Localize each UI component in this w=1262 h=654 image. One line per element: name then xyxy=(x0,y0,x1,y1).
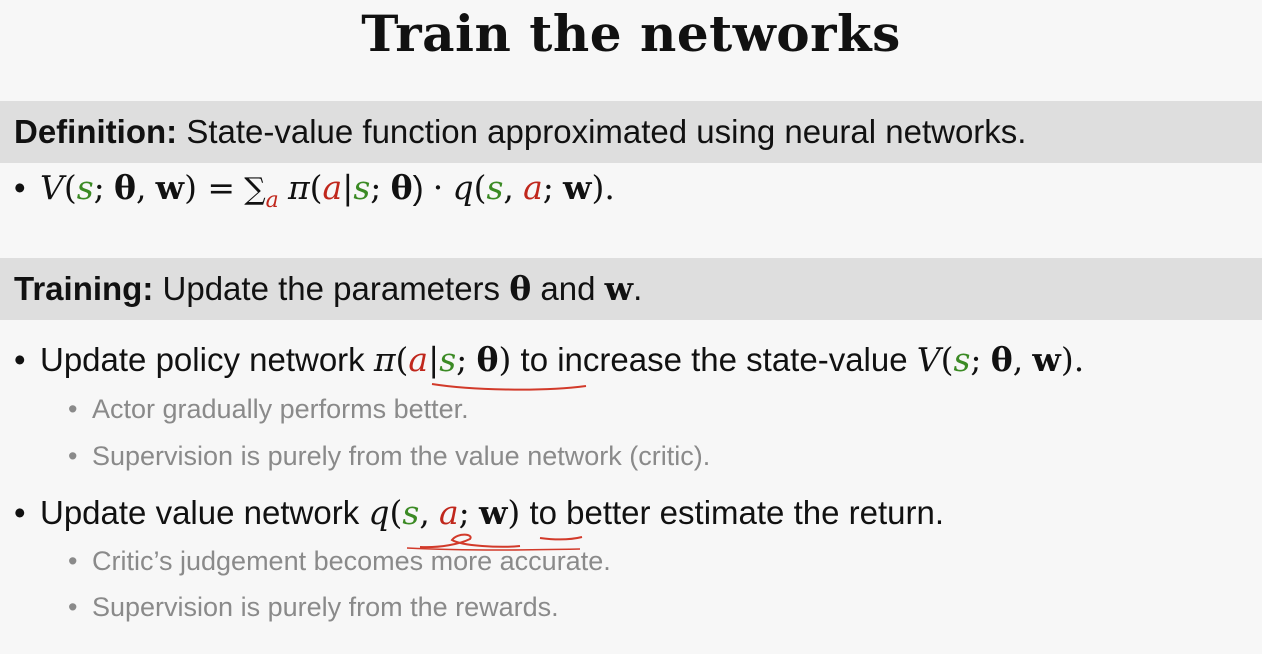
policy-update-bullet: •Update policy network π(a|s; θ) to incr… xyxy=(14,340,1085,379)
slide-title: Train the networks xyxy=(361,4,901,63)
ink-underline-policy xyxy=(431,383,587,391)
value-sub-bullet-2: •Supervision is purely from the rewards. xyxy=(68,592,559,622)
definition-label: Definition: xyxy=(14,113,178,150)
bullet: • xyxy=(14,169,26,206)
training-text: Update the parameters xyxy=(162,270,501,307)
training-band: Training: Update the parameters θ and w. xyxy=(0,258,1262,320)
definition-text: State-value function approximated using … xyxy=(186,113,1027,150)
value-update-bullet: •Update value network q(s, a; w) to bett… xyxy=(14,493,944,532)
bullet: • xyxy=(14,494,26,531)
training-label: Training: xyxy=(14,270,154,307)
policy-sub-bullet-1: •Actor gradually performs better. xyxy=(68,394,469,424)
definition-band: Definition: State-value function approxi… xyxy=(0,101,1262,163)
value-sub-bullet-1: •Critic’s judgement becomes more accurat… xyxy=(68,546,611,576)
policy-sub-bullet-2: •Supervision is purely from the value ne… xyxy=(68,441,711,471)
bullet: • xyxy=(14,341,26,378)
ink-underline-w xyxy=(539,536,583,541)
state-value-equation: •V(s; θ, w) = ∑a π(a|s; θ) · q(s, a; w). xyxy=(14,168,615,213)
